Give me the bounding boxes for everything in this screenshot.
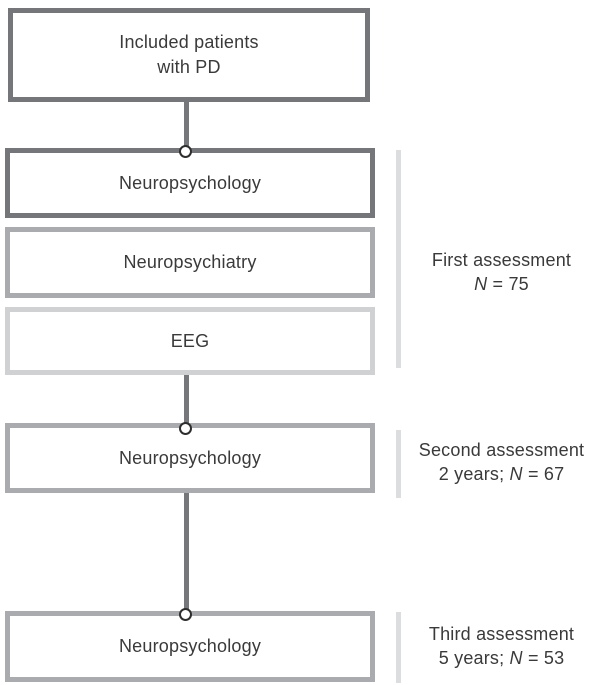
annotation-first-assessment: First assessment N = 75 xyxy=(398,248,605,296)
flow-box-neuropsychology-3: Neuropsychology xyxy=(5,611,375,682)
circle-marker-icon xyxy=(179,422,192,435)
bracket-second-assessment xyxy=(396,430,401,498)
circle-marker-icon xyxy=(179,145,192,158)
flow-box-eeg: EEG xyxy=(5,307,375,375)
connector-line-1 xyxy=(184,100,189,150)
flow-box-neuropsychiatry: Neuropsychiatry xyxy=(5,227,375,298)
flow-box-label: EEG xyxy=(170,330,210,351)
flow-box-label-line1: Included patients xyxy=(119,32,259,52)
flow-box-label-line2: with PD xyxy=(157,57,221,77)
flow-box-label: Neuropsychiatry xyxy=(123,252,257,272)
annotation-second-assessment: Second assessment 2 years; N = 67 xyxy=(398,438,605,486)
circle-marker-icon xyxy=(179,608,192,621)
annotation-count-value: = 67 xyxy=(522,464,565,484)
flow-box-included-patients: Included patients with PD xyxy=(8,8,370,102)
flow-box-label: Neuropsychology xyxy=(118,636,262,656)
connector-line-3 xyxy=(184,491,189,613)
flow-box-label: Neuropsychology xyxy=(118,447,262,468)
flow-box-neuropsychology-1: Neuropsychology xyxy=(5,148,375,218)
bracket-third-assessment xyxy=(396,612,401,683)
flow-box-label: Neuropsychology xyxy=(118,172,262,193)
annotation-title: First assessment xyxy=(431,250,572,270)
annotation-count-value: = 75 xyxy=(487,274,529,294)
annotation-n-symbol: N xyxy=(474,274,488,294)
annotation-n-symbol: N xyxy=(509,464,523,484)
flow-box-neuropsychology-2: Neuropsychology xyxy=(5,423,375,493)
annotation-title: Third assessment xyxy=(428,624,575,644)
annotation-title: Second assessment xyxy=(418,440,585,460)
annotation-third-assessment: Third assessment 5 years; N = 53 xyxy=(398,622,605,670)
annotation-count-value: = 53 xyxy=(522,648,565,668)
annotation-count-prefix: 2 years; xyxy=(438,464,510,484)
connector-line-2 xyxy=(184,373,189,427)
annotation-count-prefix: 5 years; xyxy=(438,648,510,668)
annotation-count: N = 75 xyxy=(398,272,605,296)
annotation-count: 2 years; N = 67 xyxy=(398,462,605,486)
annotation-count: 5 years; N = 53 xyxy=(398,646,605,670)
annotation-n-symbol: N xyxy=(509,648,523,668)
flow-box-label: Included patients with PD xyxy=(119,30,259,80)
bracket-first-assessment xyxy=(396,150,401,368)
